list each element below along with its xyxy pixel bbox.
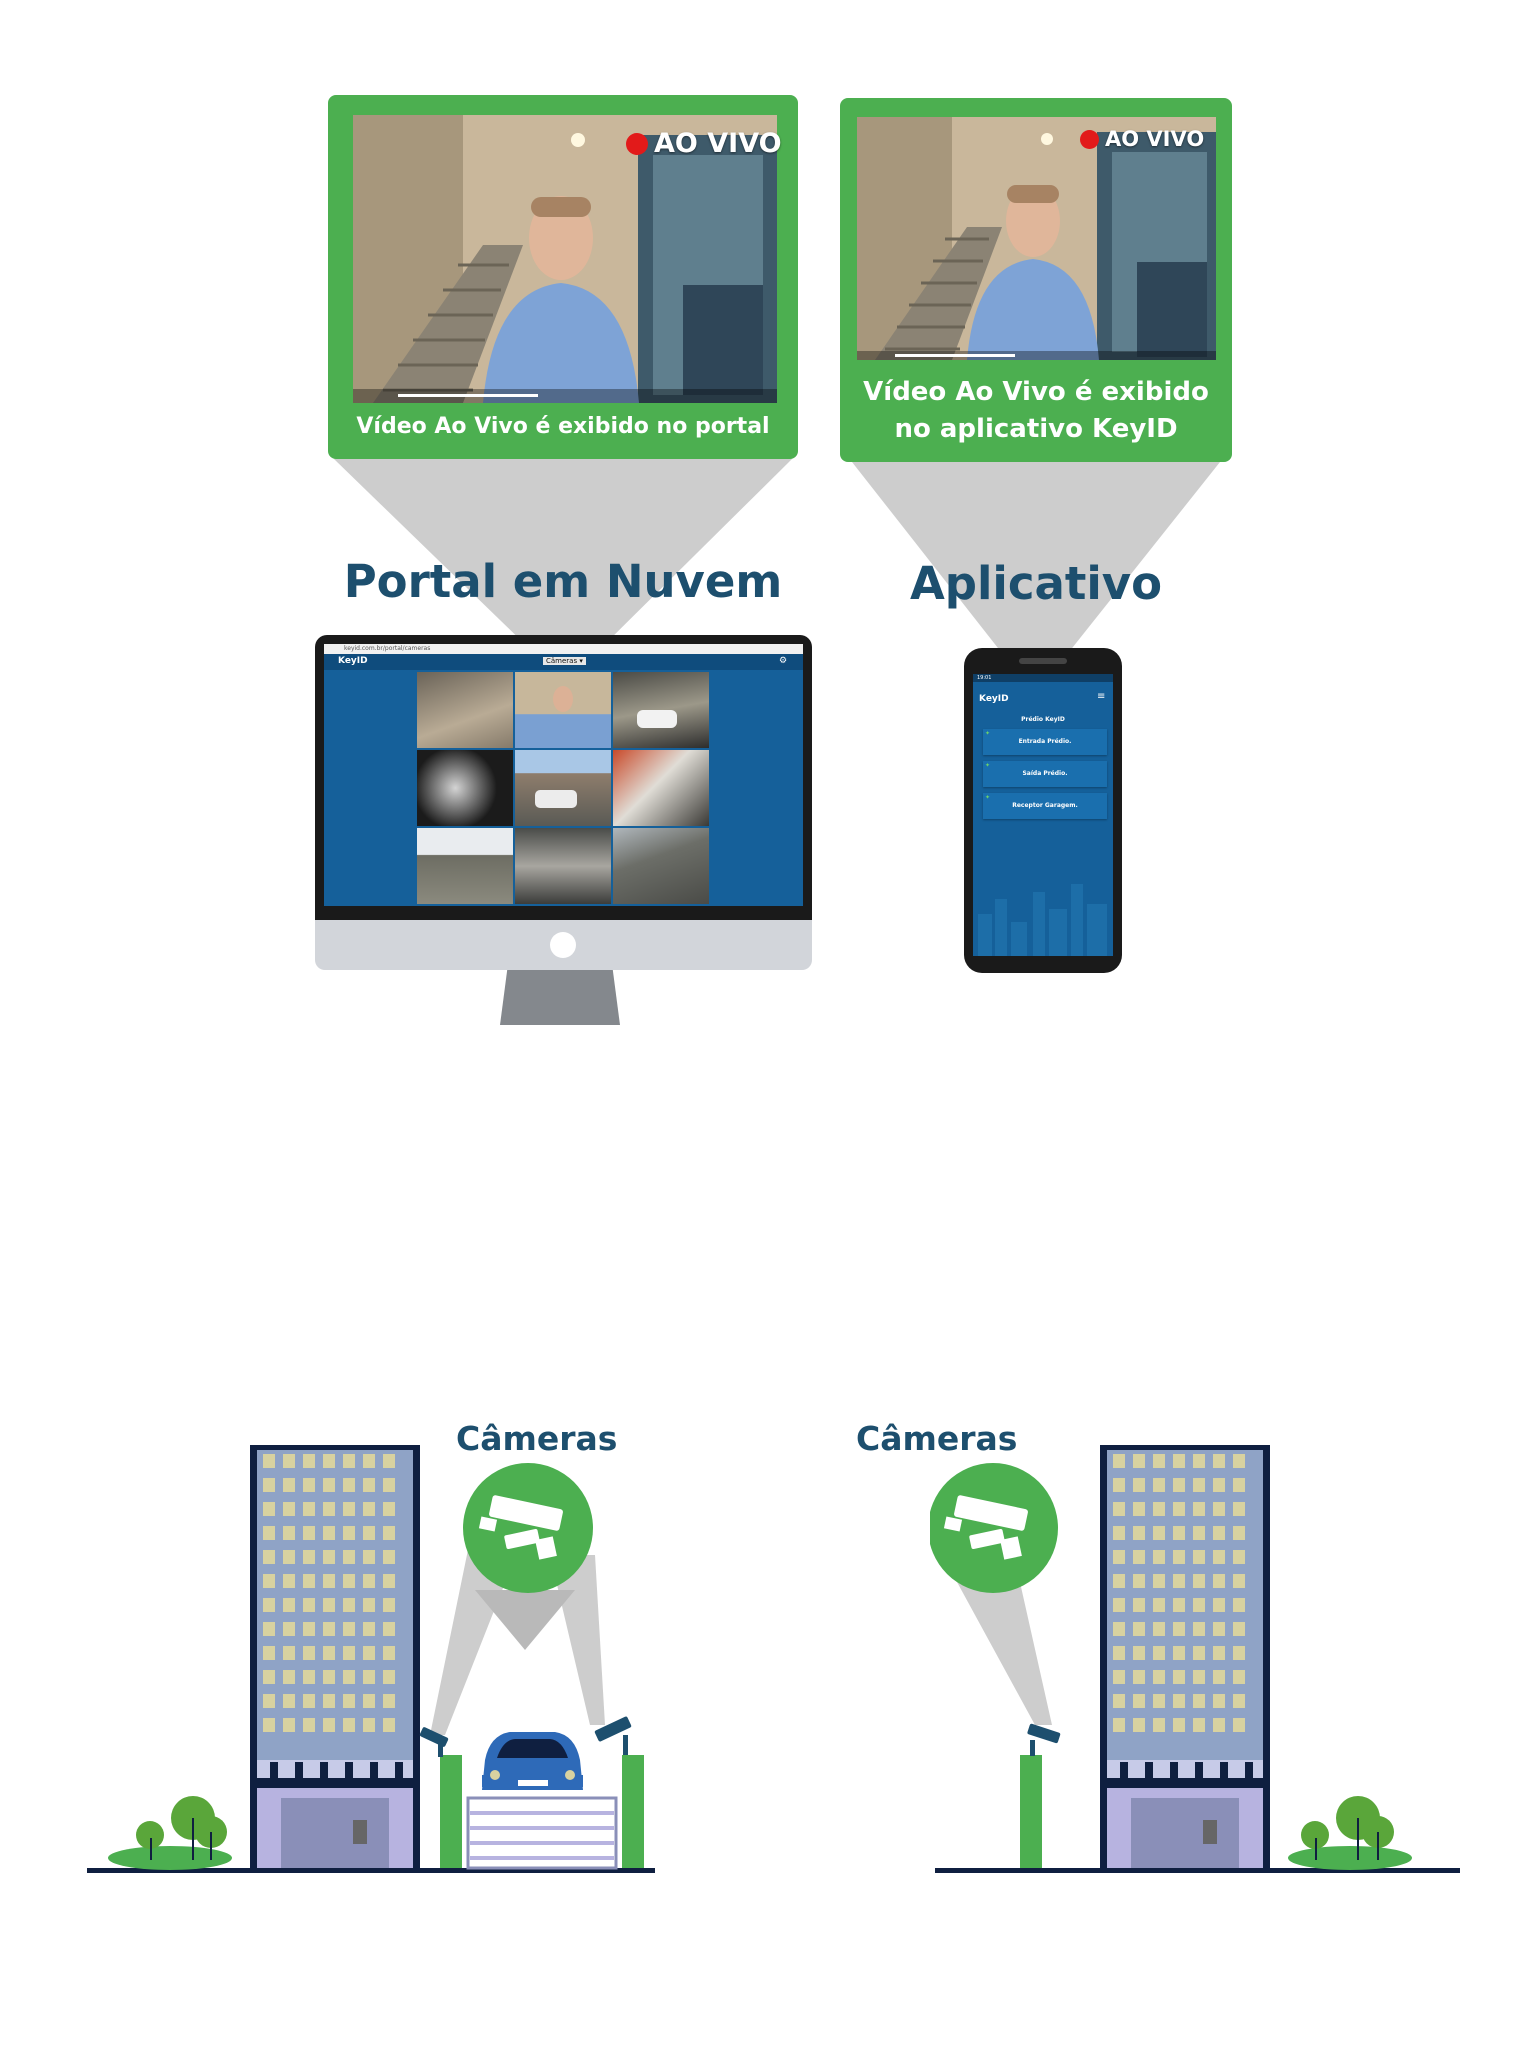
security-camera-circle-icon: [930, 1463, 1058, 1593]
camera-tile[interactable]: [613, 750, 709, 826]
app-live-video[interactable]: [857, 117, 1216, 360]
right-cameras-label: Câmeras: [856, 1419, 1018, 1458]
post-camera-icon: [1027, 1723, 1061, 1756]
cameras-dropdown[interactable]: Câmeras ▾: [543, 657, 586, 665]
live-label: AO VIVO: [654, 128, 782, 159]
post-camera-icon: [594, 1716, 632, 1755]
city-skyline-decoration: [978, 884, 1107, 956]
camera-tile[interactable]: [613, 828, 709, 904]
browser-url[interactable]: keyid.com.br/portal/cameras: [344, 645, 431, 652]
app-heading: Aplicativo: [909, 557, 1163, 610]
camera-tile[interactable]: [417, 750, 513, 826]
ground-line: [935, 1868, 1460, 1873]
menu-icon[interactable]: ≡: [1097, 691, 1106, 702]
video-frame-image: [353, 115, 777, 403]
phone-group-title: Prédio KeyID: [1021, 716, 1065, 723]
smartphone: 19:01 KeyID ≡ Prédio KeyID ✦ Entrada Pré…: [964, 648, 1122, 973]
live-dot-icon: [626, 132, 648, 155]
monitor-chin: [315, 920, 812, 970]
post-camera-icon: [419, 1727, 449, 1757]
camera-cone: [430, 1540, 522, 1735]
door-reader: [1203, 1820, 1217, 1844]
portal-brand: KeyID: [338, 656, 368, 666]
portal-live-badge: AO VIVO: [626, 128, 782, 159]
browser-bar: keyid.com.br/portal/cameras: [324, 644, 803, 654]
door-item-label: Saída Prédio.: [1022, 770, 1068, 777]
gate-post: [622, 1755, 644, 1868]
wifi-icon: ✦: [985, 730, 991, 737]
camera-tile[interactable]: [515, 828, 611, 904]
wifi-icon: ✦: [985, 762, 991, 769]
door-item[interactable]: ✦ Saída Prédio.: [983, 761, 1107, 787]
app-caption-line-2: no aplicativo KeyID: [894, 414, 1178, 444]
phone-statusbar: 19:01: [973, 674, 1113, 682]
door-item-label: Entrada Prédio.: [1018, 738, 1072, 745]
bush: [1288, 1846, 1412, 1870]
building-door: [1131, 1798, 1239, 1868]
gate-post: [1020, 1755, 1042, 1868]
monitor-screen: keyid.com.br/portal/cameras KeyID Câmera…: [324, 644, 803, 906]
portal-projection-cone: [334, 459, 792, 654]
phone-brand: KeyID: [979, 694, 1009, 704]
portal-caption: Vídeo Ao Vivo é exibido no portal: [356, 414, 770, 439]
right-building-scene: [930, 1445, 1460, 1873]
app-caption-line-1: Vídeo Ao Vivo é exibido: [863, 377, 1209, 407]
portal-live-video[interactable]: [353, 115, 777, 403]
door-item-label: Receptor Garagem.: [1012, 802, 1078, 809]
camera-cone: [945, 1560, 1052, 1725]
bush: [108, 1846, 232, 1870]
desktop-monitor: keyid.com.br/portal/cameras KeyID Câmera…: [315, 635, 812, 1025]
phone-time: 19:01: [977, 675, 992, 681]
phone-speaker: [1019, 658, 1067, 664]
gate-post: [440, 1755, 462, 1868]
camera-grid: [417, 672, 709, 906]
wifi-icon: ✦: [985, 794, 991, 801]
settings-icon[interactable]: ⚙: [779, 656, 788, 666]
phone-screen: 19:01 KeyID ≡ Prédio KeyID ✦ Entrada Pré…: [973, 674, 1113, 956]
ground-line: [87, 1868, 655, 1873]
app-caption: Vídeo Ao Vivo é exibido no aplicativo Ke…: [840, 374, 1232, 448]
car-icon: [482, 1732, 583, 1790]
video-frame-image: [857, 117, 1216, 360]
camera-tile[interactable]: [613, 672, 709, 748]
camera-tile[interactable]: [515, 750, 611, 826]
app-live-badge: AO VIVO: [1080, 127, 1204, 151]
door-item[interactable]: ✦ Entrada Prédio.: [983, 729, 1107, 755]
app-projection-cone: [852, 462, 1220, 657]
portal-heading: Portal em Nuvem: [343, 555, 783, 608]
live-label: AO VIVO: [1105, 127, 1205, 151]
door-reader: [353, 1820, 367, 1844]
building-door: [281, 1798, 389, 1868]
monitor-stand: [500, 970, 620, 1025]
left-cameras-label: Câmeras: [456, 1419, 618, 1458]
power-button[interactable]: [550, 932, 576, 958]
portal-topbar: KeyID Câmeras ▾ ⚙: [324, 654, 803, 670]
camera-tile[interactable]: [515, 672, 611, 748]
door-item[interactable]: ✦ Receptor Garagem.: [983, 793, 1107, 819]
left-building-scene: [87, 1445, 655, 1873]
live-dot-icon: [1080, 129, 1099, 149]
camera-tile[interactable]: [417, 828, 513, 904]
camera-tile[interactable]: [417, 672, 513, 748]
